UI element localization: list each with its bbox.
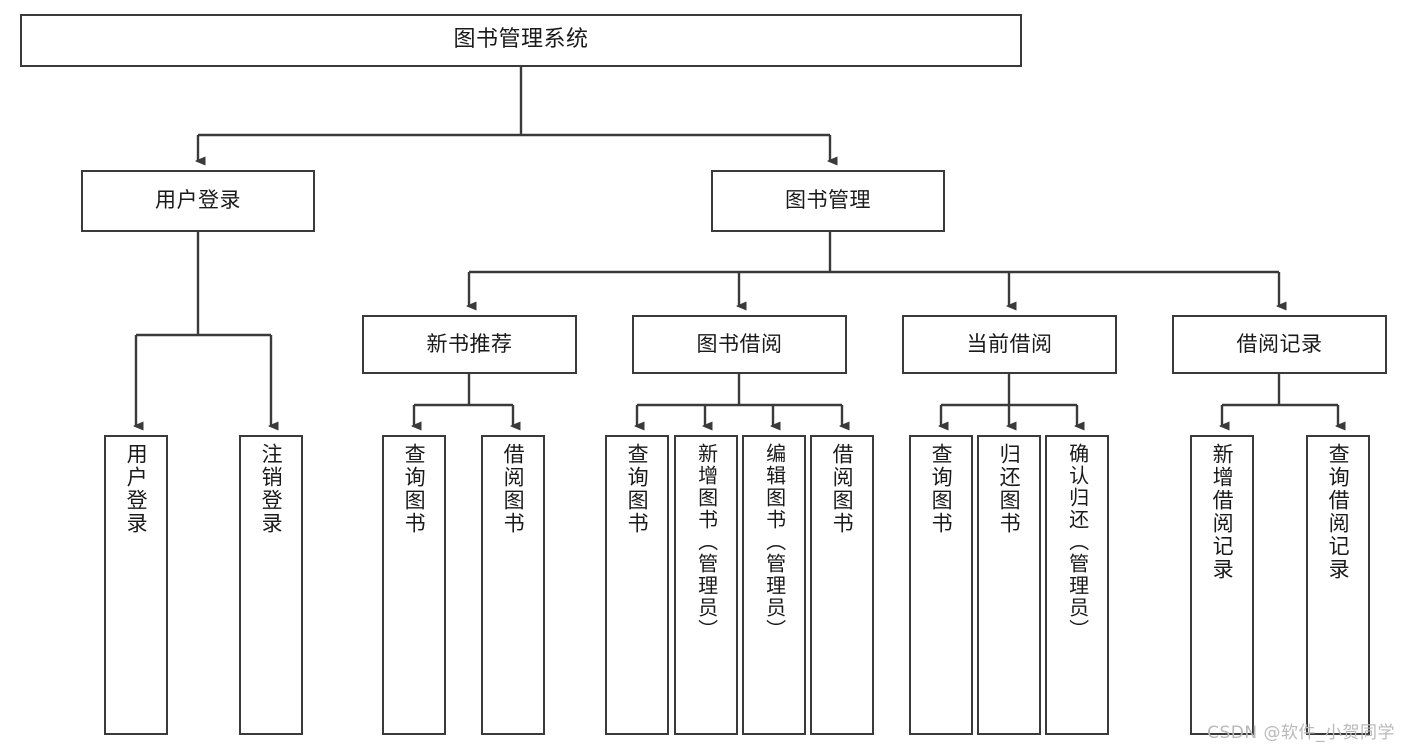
node-label: 编辑图书（管理员）	[762, 443, 787, 641]
node-leaf-add-borrow-record[interactable]: 新增借阅记录	[1190, 435, 1254, 735]
node-label: 查询图书	[625, 443, 650, 535]
node-current-borrow[interactable]: 当前借阅	[902, 315, 1117, 374]
node-label: 注销登录	[259, 443, 284, 535]
node-label: 新增借阅记录	[1210, 443, 1235, 581]
node-label: 当前借阅	[966, 331, 1053, 356]
node-book-borrow[interactable]: 图书借阅	[632, 315, 847, 374]
node-label: 归还图书	[997, 443, 1022, 535]
node-leaf-query-book-current[interactable]: 查询图书	[909, 435, 973, 735]
node-label: 查询图书	[929, 443, 954, 535]
node-label: 用户登录	[155, 188, 241, 213]
node-leaf-confirm-return-admin[interactable]: 确认归还（管理员）	[1045, 435, 1109, 735]
node-leaf-user-login[interactable]: 用户登录	[104, 435, 168, 735]
node-label: 借阅图书	[501, 443, 526, 535]
watermark-text: CSDN @软件_小贺同学	[1207, 723, 1395, 743]
node-label: 用户登录	[124, 443, 149, 535]
node-label: 查询图书	[402, 443, 427, 535]
node-leaf-query-book-borrow[interactable]: 查询图书	[605, 435, 669, 735]
node-new-book-recommend[interactable]: 新书推荐	[362, 315, 577, 374]
node-leaf-logout[interactable]: 注销登录	[239, 435, 303, 735]
node-label: 新书推荐	[426, 331, 513, 356]
node-label: 图书管理	[785, 188, 871, 213]
node-label: 新增图书（管理员）	[694, 443, 719, 641]
node-leaf-query-book-recommend[interactable]: 查询图书	[382, 435, 446, 735]
node-label: 图书管理系统	[453, 27, 589, 53]
node-borrow-record[interactable]: 借阅记录	[1172, 315, 1387, 374]
node-label: 确认归还（管理员）	[1065, 443, 1090, 641]
node-label: 图书借阅	[696, 331, 783, 356]
node-user-login[interactable]: 用户登录	[81, 170, 315, 232]
node-leaf-edit-book-admin[interactable]: 编辑图书（管理员）	[742, 435, 806, 735]
node-label: 查询借阅记录	[1326, 443, 1351, 581]
node-label: 借阅图书	[830, 443, 855, 535]
node-label: 借阅记录	[1236, 331, 1323, 356]
node-leaf-query-borrow-record[interactable]: 查询借阅记录	[1306, 435, 1370, 735]
node-leaf-return-book[interactable]: 归还图书	[977, 435, 1041, 735]
node-root-system[interactable]: 图书管理系统	[20, 14, 1022, 67]
node-leaf-add-book-admin[interactable]: 新增图书（管理员）	[674, 435, 738, 735]
node-leaf-borrow-book[interactable]: 借阅图书	[810, 435, 874, 735]
node-book-management[interactable]: 图书管理	[711, 170, 945, 232]
node-leaf-borrow-book-recommend[interactable]: 借阅图书	[481, 435, 545, 735]
